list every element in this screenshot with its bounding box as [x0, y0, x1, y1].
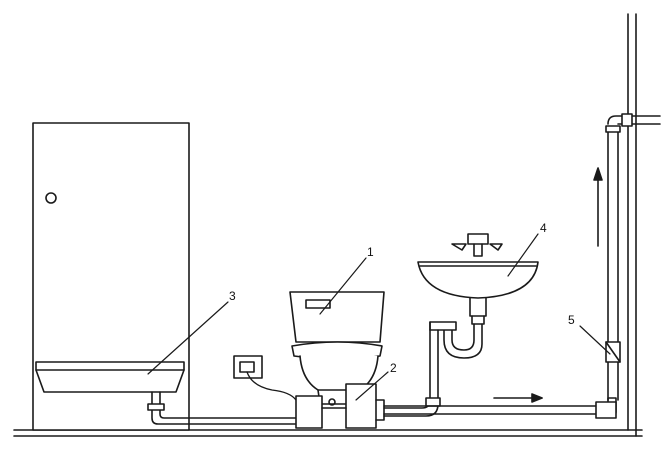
floor [13, 429, 643, 437]
power-socket [233, 355, 297, 401]
label-pump-unit: 2 [390, 361, 397, 375]
sink [417, 233, 539, 359]
label-sink: 4 [540, 221, 547, 235]
flush-handle [305, 299, 331, 309]
pump-unit [295, 383, 385, 429]
power-cord [246, 371, 297, 401]
label-check-valve: 5 [568, 313, 575, 327]
door-knob [45, 192, 57, 204]
right-wall [627, 13, 637, 437]
toilet [289, 291, 385, 405]
leader-check-valve [579, 325, 611, 355]
leader-pump [355, 371, 389, 401]
check-valve [605, 341, 621, 363]
leader-sink [507, 233, 539, 277]
leader-lines [147, 233, 611, 401]
arrow-up-icon [593, 167, 603, 247]
bathtub-drain-pipe [147, 391, 297, 425]
callout-labels: 1 2 3 4 5 [229, 221, 575, 375]
bathtub [35, 361, 185, 393]
leader-toilet [319, 257, 367, 315]
pump-indicator [328, 398, 336, 406]
arrow-right-icon [493, 393, 543, 403]
faucet [451, 233, 503, 257]
label-toilet: 1 [367, 245, 374, 259]
leader-bathtub [147, 301, 229, 375]
discharge-pipe [383, 397, 617, 419]
label-bathtub: 3 [229, 289, 236, 303]
sink-trap [451, 323, 475, 351]
